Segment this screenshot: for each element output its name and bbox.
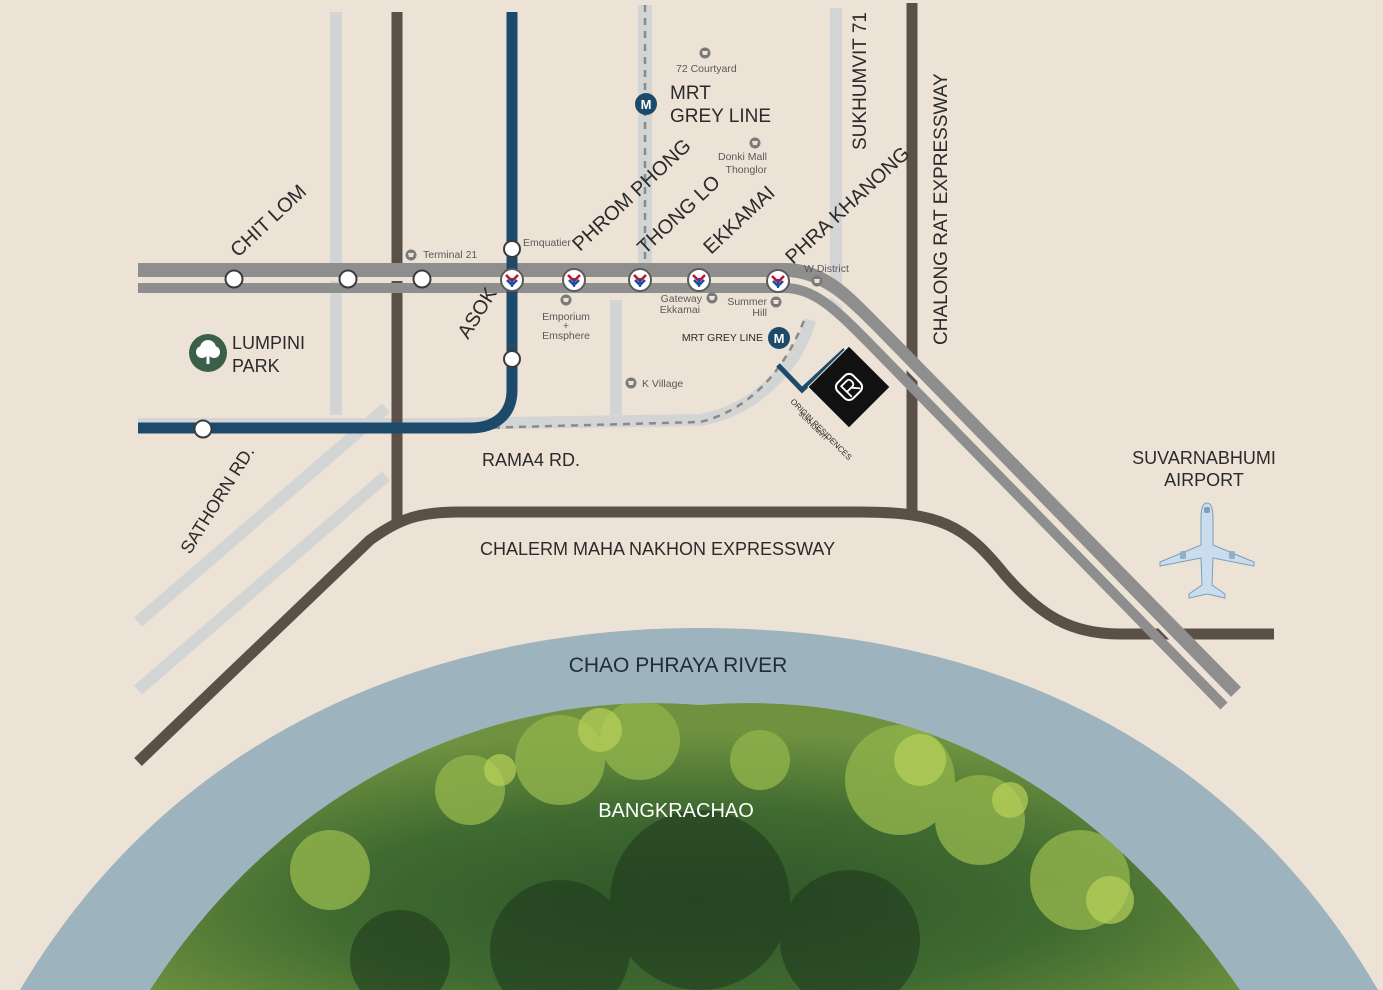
- road-label-chalong-rat: CHALONG RAT EXPRESSWAY: [931, 73, 952, 345]
- bts-station-icon-phrom-phong[interactable]: [561, 267, 587, 293]
- airplane-icon: [1159, 502, 1255, 599]
- landmark-summer-hill-2: Hill: [752, 307, 767, 319]
- bangkrachao-forest[interactable]: BANGKRACHAO: [150, 700, 1240, 990]
- lumpini-park[interactable]: LUMPINI PARK: [189, 333, 305, 376]
- landmark-summer-hill-1: Summer: [727, 296, 767, 308]
- landmark-gateway-1: Gateway: [661, 293, 703, 305]
- road-label-sukhumvit-71: SUKHUMVIT 71: [850, 12, 871, 150]
- landmark-k-village: K Village: [642, 378, 683, 390]
- mrt-blue-line: [138, 12, 518, 434]
- landmark-emporium-1: Emporium: [542, 311, 590, 323]
- airport-label-1: SUVARNABHUMI: [1132, 448, 1276, 468]
- river-label: CHAO PHRAYA RIVER: [569, 654, 788, 677]
- park-label-1: LUMPINI: [232, 333, 305, 353]
- airport-label-2: AIRPORT: [1164, 470, 1244, 490]
- shopping-cart-icon-donki: [749, 137, 761, 149]
- landmark-emporium-plus: +: [563, 320, 569, 332]
- shopping-cart-icon-w-district: [811, 275, 823, 287]
- shopping-cart-icon-72-courtyard: [699, 47, 711, 59]
- landmark-terminal21: Terminal 21: [423, 249, 477, 261]
- shopping-cart-icon-summer-hill: [770, 296, 782, 308]
- project-connector: [776, 348, 847, 394]
- bts-station-icon-asok[interactable]: [499, 267, 525, 293]
- road-label-rama4: RAMA4 RD.: [482, 450, 580, 470]
- mrt-grey-line: [479, 5, 807, 430]
- suvarnabhumi-airport[interactable]: SUVARNABHUMI AIRPORT: [1132, 448, 1276, 599]
- road-label-chalerm: CHALERM MAHA NAKHON EXPRESSWAY: [480, 539, 835, 559]
- svg-text:M: M: [641, 97, 652, 112]
- bts-station-icon-phra-khanong[interactable]: [765, 268, 791, 294]
- landmark-w-district: W District: [804, 263, 849, 275]
- light-roads: [134, 8, 842, 695]
- landmark-emporium-2: Emsphere: [542, 330, 590, 342]
- shopping-cart-icon-terminal21: [405, 249, 417, 261]
- origin-logo-icon: [807, 345, 891, 429]
- mrt-grey-line-label-top-2: GREY LINE: [670, 106, 771, 127]
- mrt-grey-line-label-top: MRT: [670, 83, 711, 104]
- shopping-cart-icon-gateway: [706, 292, 718, 304]
- mrt-station-icon-top[interactable]: M: [635, 93, 657, 115]
- shopping-cart-icon-emporium: [560, 294, 572, 306]
- mrt-station-icon-phra-khanong[interactable]: M: [768, 327, 790, 349]
- park-label-2: PARK: [232, 356, 280, 376]
- svg-text:M: M: [774, 331, 785, 346]
- island-label: BANGKRACHAO: [598, 800, 754, 822]
- landmark-emquatier: Emquatier: [523, 237, 571, 249]
- bts-station-icon-thong-lo[interactable]: [627, 267, 653, 293]
- bts-station-icon-ekkamai[interactable]: [686, 267, 712, 293]
- shopping-cart-icon-k-village: [625, 377, 637, 389]
- landmark-72-courtyard: 72 Courtyard: [676, 63, 737, 75]
- mrt-grey-line-label-small: MRT GREY LINE: [682, 332, 763, 344]
- landmark-gateway-2: Ekkamai: [660, 304, 700, 316]
- landmark-donki-1: Donki Mall: [718, 151, 767, 163]
- tree-icon: [189, 334, 227, 372]
- landmark-donki-2: Thonglor: [726, 164, 768, 176]
- plain-stations: [193, 240, 521, 439]
